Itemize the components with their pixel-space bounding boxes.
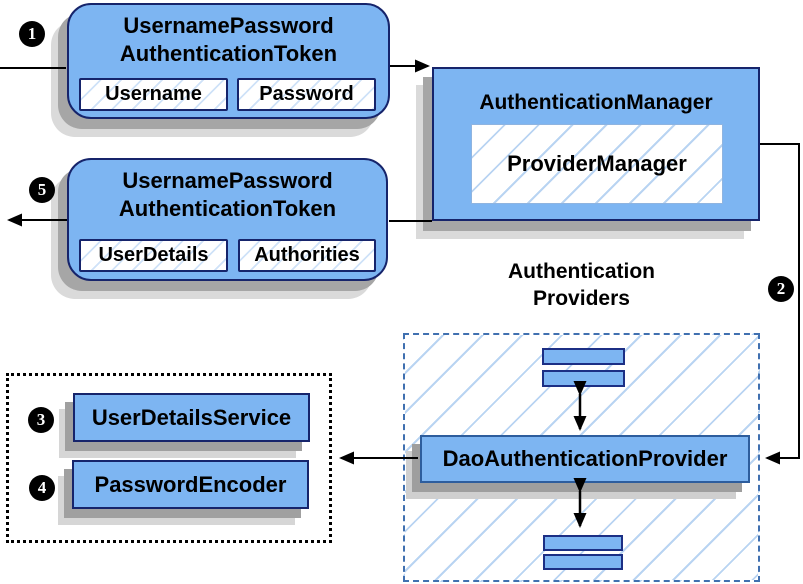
authentication-manager-box: AuthenticationManager ProviderManager	[432, 67, 760, 221]
user-details-service-box: UserDetailsService	[73, 393, 310, 442]
authentication-providers-heading: Authentication Providers	[403, 258, 760, 312]
authentication-providers-heading-line1: Authentication	[508, 260, 655, 283]
request-token-title-line2: AuthenticationToken	[119, 41, 338, 66]
request-token-title: UsernamePassword AuthenticationToken	[69, 5, 388, 68]
provider-list-bar	[542, 348, 625, 365]
step-badge-1: 1	[19, 21, 45, 47]
provider-list-bar	[543, 535, 623, 551]
collaborators-container	[6, 373, 332, 543]
result-token-title-line1: UsernamePassword	[122, 168, 333, 193]
step-badge-3: 3	[28, 407, 54, 433]
dao-authentication-provider-box: DaoAuthenticationProvider	[420, 435, 750, 483]
result-authentication-token-box: UsernamePassword AuthenticationToken Use…	[67, 158, 388, 281]
password-field-chip: Password	[237, 78, 376, 111]
result-token-title: UsernamePassword AuthenticationToken	[69, 160, 386, 223]
request-authentication-token-box: UsernamePassword AuthenticationToken Use…	[67, 3, 390, 119]
provider-list-bar	[543, 554, 623, 570]
result-token-title-line2: AuthenticationToken	[118, 196, 337, 221]
authentication-manager-title: AuthenticationManager	[479, 91, 713, 114]
password-encoder-box: PasswordEncoder	[72, 460, 309, 509]
provider-list-bar	[542, 370, 625, 387]
username-field-chip: Username	[79, 78, 228, 111]
authorities-chip: Authorities	[238, 239, 376, 272]
user-details-chip: UserDetails	[79, 239, 228, 272]
step-badge-4: 4	[29, 475, 55, 501]
step-badge-2: 2	[768, 276, 794, 302]
request-token-title-line1: UsernamePassword	[123, 13, 334, 38]
step-badge-5: 5	[29, 177, 55, 203]
provider-manager-box: ProviderManager	[471, 124, 723, 204]
authentication-providers-heading-line2: Providers	[533, 287, 630, 310]
